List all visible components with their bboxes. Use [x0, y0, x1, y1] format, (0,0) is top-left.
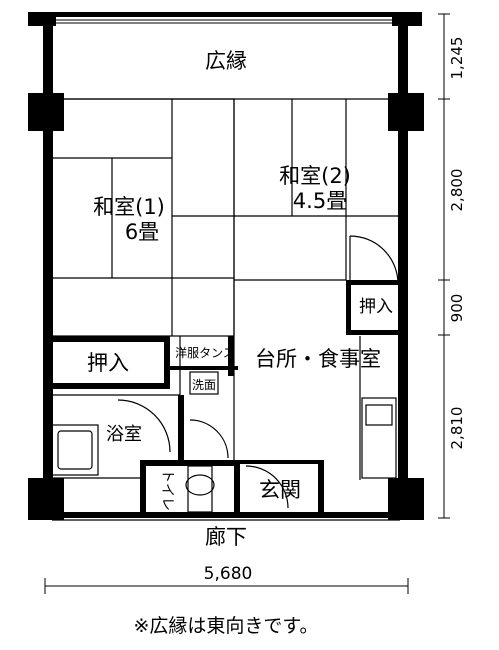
- dim-width: 5,680: [204, 564, 253, 584]
- fixtures: [51, 371, 397, 513]
- room-washitsu-1-name: 和室(1): [93, 195, 165, 219]
- room-toilet: トイレ: [159, 469, 175, 511]
- room-corridor: 廊下: [205, 525, 247, 549]
- footnote: ※広縁は東向きです。: [133, 615, 318, 637]
- dimension-bottom: [44, 578, 409, 594]
- dim-washitsu: 2,800: [448, 169, 466, 212]
- room-entrance: 玄関: [259, 478, 301, 502]
- room-washitsu-1-size: 6畳: [125, 220, 159, 244]
- dim-kitchen: 2,810: [448, 407, 466, 450]
- dim-engawa: 1,245: [448, 37, 466, 80]
- dim-oshiire: 900: [448, 294, 466, 323]
- room-washstand: 洗面: [192, 378, 216, 392]
- walls: [28, 12, 424, 520]
- room-closet: 洋服タンス: [175, 345, 235, 360]
- room-kitchen: 台所・食事室: [255, 347, 381, 371]
- room-oshiire-right: 押入: [359, 297, 393, 317]
- room-washitsu-2-size: 4.5畳: [293, 189, 347, 213]
- dimension-right: [438, 13, 450, 519]
- room-washitsu-2-name: 和室(2): [279, 164, 351, 188]
- room-oshiire-left: 押入: [87, 351, 129, 375]
- windows: [56, 19, 396, 24]
- room-engawa: 広縁: [205, 49, 247, 73]
- room-bath: 浴室: [106, 424, 142, 445]
- doors: [117, 235, 399, 509]
